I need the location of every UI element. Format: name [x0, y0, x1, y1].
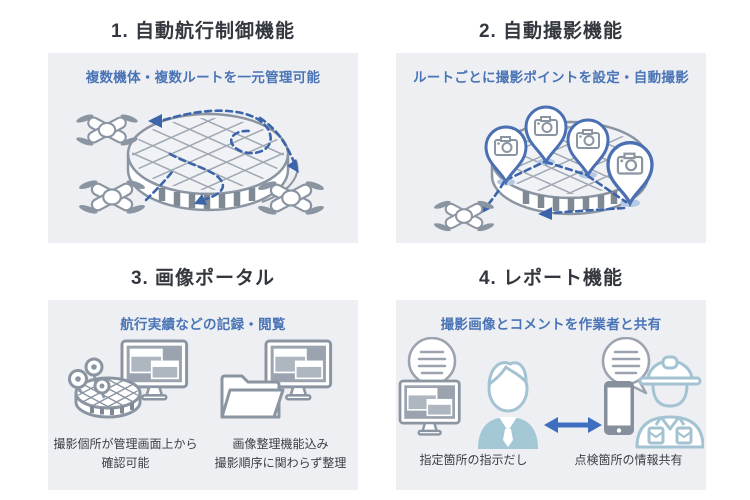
monitor-icon — [398, 379, 461, 436]
route-arrow-icon — [480, 160, 628, 220]
tank-icon — [126, 112, 299, 212]
feature-subtitle-3: 航行実績などの記録・閲覧 — [120, 317, 286, 332]
caption-portal-left: 撮影個所が管理画面上から 確認可能 — [53, 437, 198, 470]
feature-title-4: 4. レポート機能 — [478, 268, 624, 289]
tank-map-monitor-group — [68, 339, 189, 419]
double-arrow-icon — [544, 417, 602, 433]
auto-shooting-illustration — [432, 105, 654, 234]
feature-title-1: 1. 自動航行制御機能 — [110, 21, 296, 42]
drone-icon — [77, 177, 147, 217]
caption-report-right: 点検箇所の情報共有 — [574, 453, 683, 467]
tank-icon — [68, 357, 142, 419]
caption-portal-right: 画像整理機能込み 撮影順序に関わらず整理 — [214, 437, 347, 470]
feature-panel-1: 複数機体・複数ルートを一元管理可能 — [48, 53, 358, 243]
feature-image-portal: 3. 画像ポータル 航行実績などの記録・閲覧 — [48, 261, 358, 500]
flight-control-illustration — [74, 109, 326, 218]
feature-title-2: 2. 自動撮影機能 — [478, 21, 624, 42]
feature-report: 4. レポート機能 撮影画像とコメントを作業者と共有 — [396, 261, 706, 500]
drone-icon — [432, 198, 496, 234]
feature-auto-shooting: 2. 自動撮影機能 ルートごとに撮影ポイントを設定・自動撮影 — [396, 14, 706, 253]
feature-flight-control: 1. 自動航行制御機能 複数機体・複数ルートを一元管理可能 — [48, 14, 358, 253]
feature-subtitle-2: ルートごとに撮影ポイントを設定・自動撮影 — [413, 70, 689, 85]
caption-row: 撮影個所が管理画面上から 確認可能 画像整理機能込み 撮影順序に関わらず整理 — [48, 435, 358, 472]
folder-icon — [220, 374, 285, 419]
worker-icon — [635, 355, 704, 449]
drone-icon — [74, 111, 140, 149]
image-portal-illustration — [68, 339, 333, 419]
smartphone-icon — [604, 381, 634, 435]
feature-subtitle-4: 撮影画像とコメントを作業者と共有 — [440, 317, 662, 332]
feature-title-3: 3. 画像ポータル — [130, 268, 276, 289]
feature-panel-3: 航行実績などの記録・閲覧 — [48, 300, 358, 490]
feature-panel-2: ルートごとに撮影ポイントを設定・自動撮影 — [396, 53, 706, 243]
caption-report-left: 指定箇所の指示だし — [419, 453, 528, 467]
caption-row: 指定箇所の指示だし 点検箇所の情報共有 — [396, 451, 706, 470]
report-illustration — [398, 337, 704, 449]
folder-monitor-group — [220, 339, 333, 419]
route-arrow-icon — [144, 109, 299, 205]
feature-subtitle-1: 複数機体・複数ルートを一元管理可能 — [85, 70, 321, 85]
feature-panel-4: 撮影画像とコメントを作業者と共有 — [396, 300, 706, 490]
manager-icon — [478, 361, 538, 449]
map-pin-icon — [68, 357, 111, 399]
